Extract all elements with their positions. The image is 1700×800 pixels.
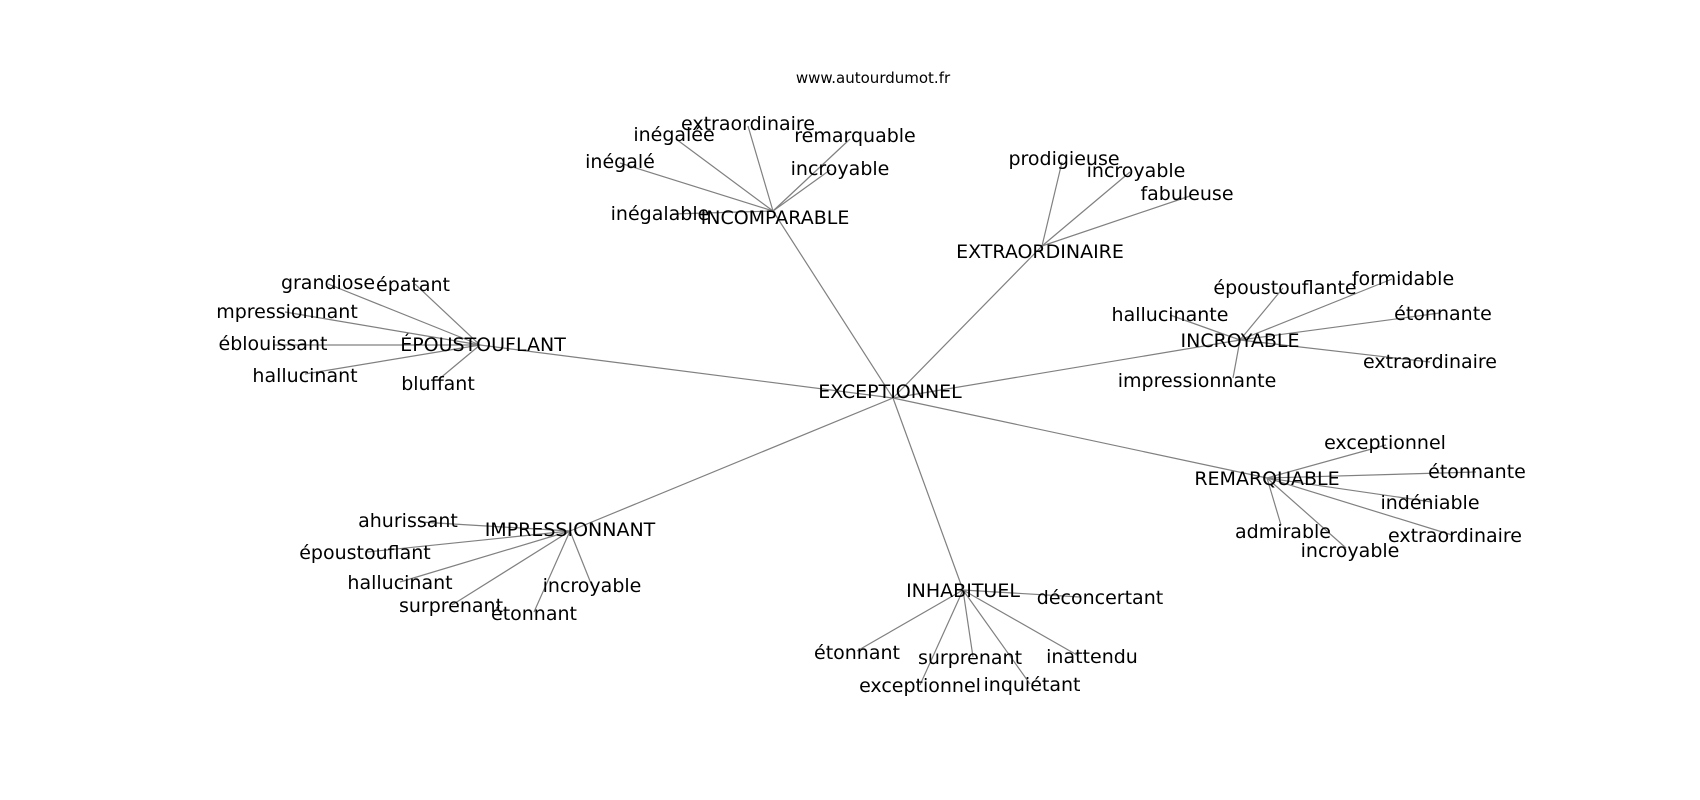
synonym-node-label: incroyable bbox=[1301, 540, 1400, 562]
synonym-node-label: inégalable bbox=[611, 203, 710, 225]
synonym-node-label: fabuleuse bbox=[1140, 183, 1233, 205]
center-to-hub-edge bbox=[479, 344, 894, 399]
hub-to-synonym-edge bbox=[414, 283, 481, 346]
synonym-node-label: remarquable bbox=[794, 125, 916, 147]
hub-to-synonym-edge bbox=[1232, 339, 1241, 379]
hub-to-synonym-edge bbox=[919, 589, 964, 686]
hub-to-synonym-edge bbox=[1266, 477, 1433, 503]
hub-node-label: REMARQUABLE bbox=[1194, 468, 1339, 490]
synonym-node-label: formidable bbox=[1352, 268, 1454, 290]
synonym-node-label: inégalée bbox=[633, 124, 714, 146]
hub-to-synonym-edge bbox=[533, 530, 571, 613]
hub-to-synonym-edge bbox=[1239, 287, 1284, 341]
synonym-node-label: inattendu bbox=[1046, 646, 1138, 668]
synonym-node-label: incroyable bbox=[791, 158, 890, 180]
synonym-node-label: grandiose bbox=[281, 272, 375, 294]
synonym-node-label: étonnant bbox=[491, 603, 577, 625]
synonym-node-label: inquiétant bbox=[984, 674, 1081, 696]
hub-node-label: INHABITUEL bbox=[906, 580, 1020, 602]
center-to-hub-edge bbox=[892, 397, 964, 591]
hub-to-synonym-edge bbox=[1239, 312, 1441, 341]
hub-to-synonym-edge bbox=[1266, 477, 1282, 526]
synonym-node-label: époustouflant bbox=[299, 542, 431, 564]
hub-to-synonym-edge bbox=[772, 138, 851, 212]
synonym-node-label: inégalé bbox=[585, 151, 655, 173]
hub-node-label: ÉPOUSTOUFLANT bbox=[400, 333, 566, 356]
hub-to-synonym-edge bbox=[856, 589, 964, 652]
synonym-node-label: étonnante bbox=[1394, 303, 1492, 325]
hub-to-synonym-edge bbox=[1041, 161, 1063, 247]
synonym-node-label: hallucinante bbox=[1112, 304, 1229, 326]
center-to-hub-edge bbox=[892, 339, 1241, 399]
synonym-node-label: hallucinant bbox=[347, 572, 452, 594]
hub-to-synonym-edge bbox=[366, 530, 571, 553]
hub-to-synonym-edge bbox=[962, 589, 1031, 685]
synonym-node-label: admirable bbox=[1235, 521, 1331, 543]
synonym-node-label: surprenant bbox=[399, 595, 503, 617]
synonym-node-label: éblouissant bbox=[219, 333, 328, 355]
synonym-node-label: bluffant bbox=[401, 373, 475, 395]
synonym-node-label: extraordinaire bbox=[1363, 351, 1497, 373]
hub-to-synonym-edge bbox=[284, 311, 481, 346]
synonym-node-label: époustouflante bbox=[1213, 277, 1356, 299]
synonym-node-label: incroyable bbox=[543, 575, 642, 597]
hub-to-synonym-edge bbox=[962, 589, 974, 658]
synonym-node-label: déconcertant bbox=[1037, 587, 1163, 609]
hub-to-synonym-edge bbox=[675, 138, 774, 212]
site-url-label: www.autourdumot.fr bbox=[796, 69, 951, 87]
hub-to-synonym-edge bbox=[962, 589, 1078, 656]
synonym-node-label: hallucinant bbox=[252, 365, 357, 387]
hub-to-synonym-edge bbox=[1041, 171, 1131, 247]
hub-to-synonym-edge bbox=[327, 283, 481, 346]
hub-node-label: EXTRAORDINAIRE bbox=[956, 241, 1124, 263]
hub-to-synonym-edge bbox=[619, 162, 774, 212]
hub-to-synonym-edge bbox=[671, 210, 774, 215]
hub-to-synonym-edge bbox=[1239, 339, 1431, 363]
synonym-node-label: exceptionnel bbox=[859, 675, 981, 697]
synonym-node-label: extraordinaire bbox=[681, 113, 815, 135]
synonym-node-label: exceptionnel bbox=[1324, 432, 1446, 454]
hub-to-synonym-edge bbox=[1266, 477, 1347, 549]
center-to-hub-edge bbox=[892, 397, 1268, 479]
hub-to-synonym-edge bbox=[1266, 477, 1453, 536]
synonym-node-label: indéniable bbox=[1380, 492, 1479, 514]
hub-to-synonym-edge bbox=[304, 344, 481, 375]
hub-to-synonym-edge bbox=[1169, 314, 1241, 341]
synonym-node-label: incroyable bbox=[1087, 160, 1186, 182]
hub-node-label: INCOMPARABLE bbox=[701, 207, 850, 229]
hub-to-synonym-edge bbox=[419, 521, 571, 532]
graph-edges bbox=[273, 125, 1477, 686]
synonym-node-label: extraordinaire bbox=[1388, 525, 1522, 547]
synonym-node-label: étonnante bbox=[1428, 461, 1526, 483]
center-to-hub-edge bbox=[892, 245, 1043, 399]
center-node-label: EXCEPTIONNEL bbox=[818, 381, 962, 403]
hub-to-synonym-edge bbox=[1239, 278, 1393, 341]
center-to-hub-edge bbox=[569, 397, 894, 532]
synonym-node-label: étonnant bbox=[814, 642, 900, 664]
center-to-hub-edge bbox=[772, 210, 894, 399]
hub-node-label: INCROYABLE bbox=[1181, 330, 1300, 352]
synonym-node-label: épatant bbox=[376, 274, 450, 296]
synonym-node-label: ahurissant bbox=[358, 510, 458, 532]
hub-to-synonym-edge bbox=[399, 530, 571, 583]
hub-to-synonym-edge bbox=[437, 344, 481, 381]
hub-to-synonym-edge bbox=[1041, 195, 1191, 247]
hub-to-synonym-edge bbox=[451, 530, 571, 606]
synonym-node-label: impressionnante bbox=[1118, 370, 1277, 392]
hub-to-synonym-edge bbox=[962, 589, 1081, 598]
synonym-node-label: mpressionnant bbox=[216, 301, 358, 323]
hub-to-synonym-edge bbox=[772, 169, 831, 212]
synonym-node-label: surprenant bbox=[918, 647, 1022, 669]
hub-to-synonym-edge bbox=[569, 530, 593, 587]
synonym-node-label: prodigieuse bbox=[1008, 148, 1119, 170]
hub-to-synonym-edge bbox=[747, 125, 774, 212]
hub-node-label: IMPRESSIONNANT bbox=[485, 519, 656, 541]
hub-to-synonym-edge bbox=[1266, 444, 1387, 479]
graph-labels: www.autourdumot.fr EXCEPTIONNEL extraord… bbox=[216, 69, 1526, 697]
hub-to-synonym-edge bbox=[1266, 471, 1477, 479]
